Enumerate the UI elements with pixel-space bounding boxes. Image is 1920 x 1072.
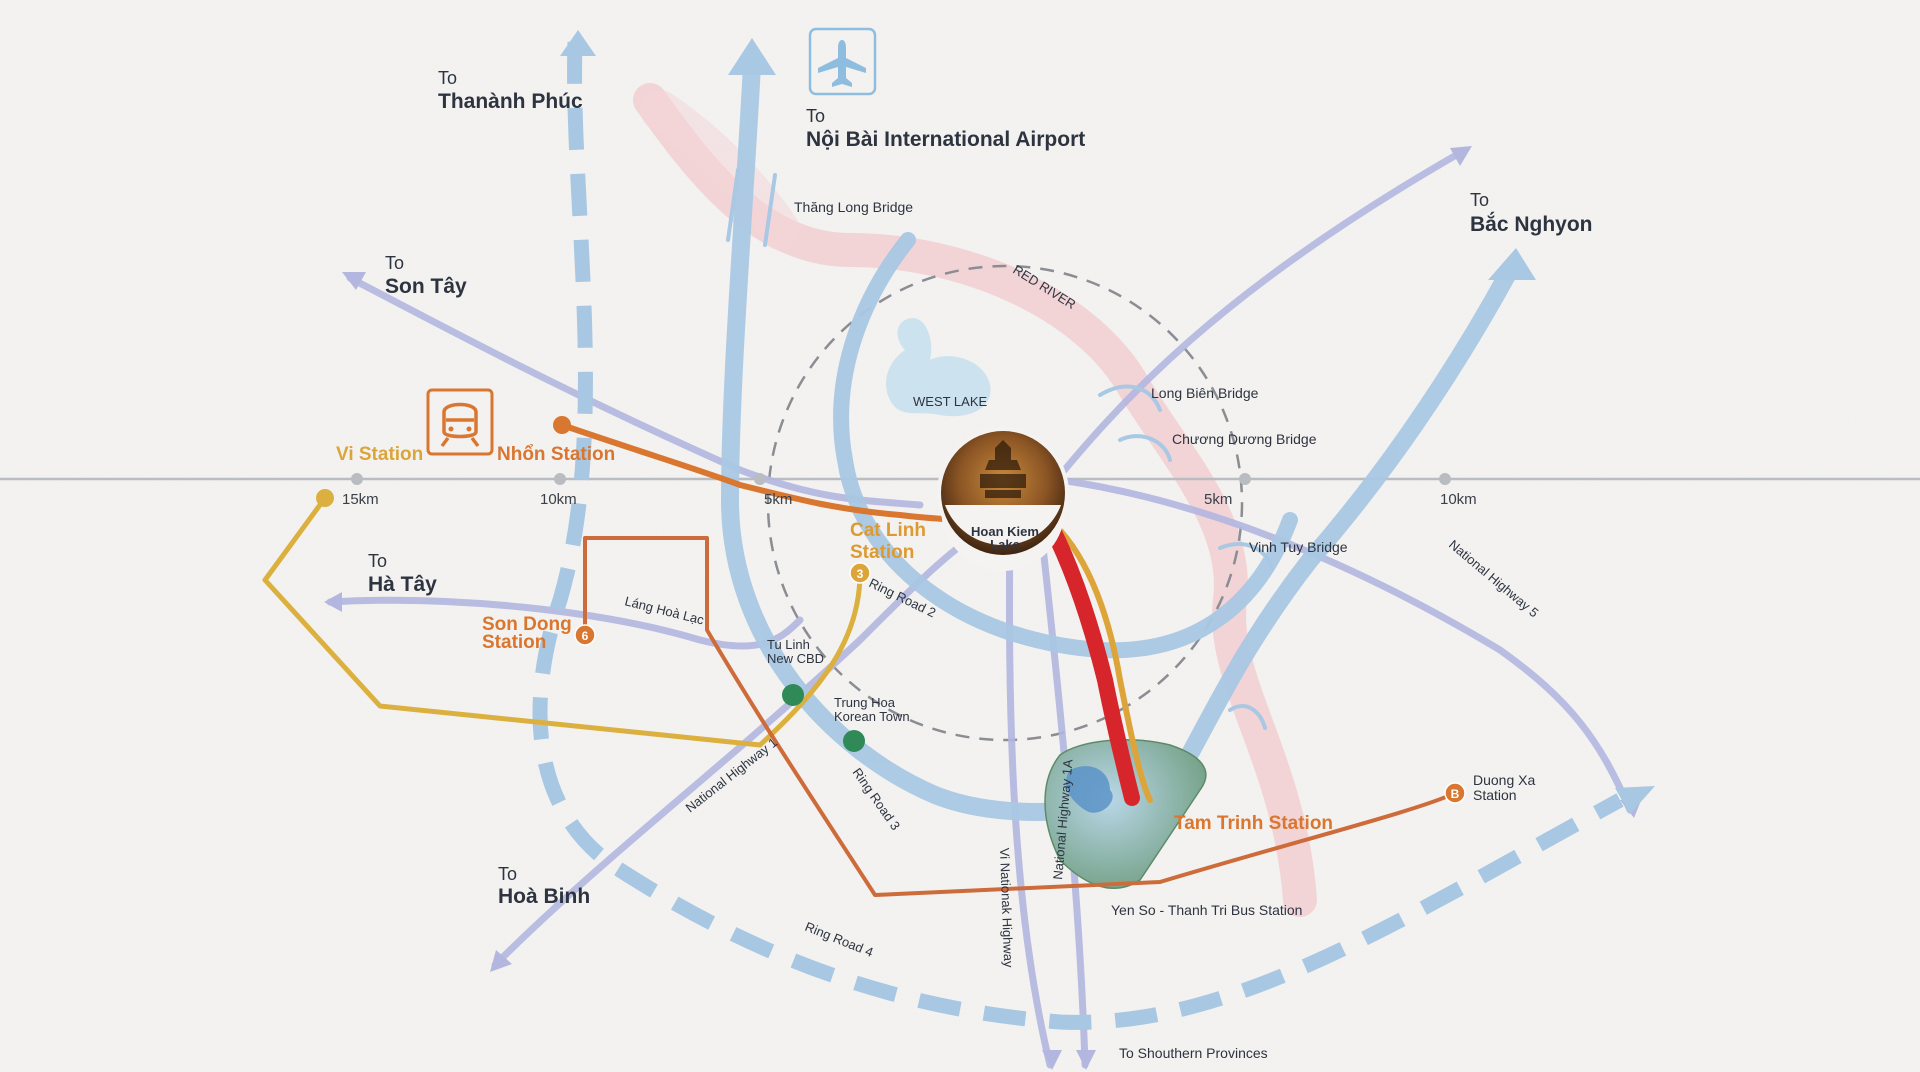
vi-station-dot[interactable] (316, 489, 334, 507)
son-dong-station-label-2: Station (482, 632, 546, 653)
tick-10km-right (1439, 473, 1451, 485)
thanh-phuc-to: To (438, 68, 457, 88)
tick-15km-left (351, 473, 363, 485)
duong-xa-station-label-2: Station (1473, 787, 1517, 803)
tu-linh-label-2: New CBD (767, 651, 824, 666)
airport-to: To (806, 106, 825, 126)
tu-linh-label-1: Tu Linh (767, 637, 810, 652)
thanh-phuc-name: Thanành Phúc (438, 90, 583, 113)
trung-hoa-label-1: Trung Hoa (834, 695, 896, 710)
chuong-duong-bridge-mark (1118, 434, 1172, 462)
nhon-station-label: Nhổn Station (497, 444, 615, 465)
metro-line-red (1037, 507, 1140, 806)
tam-trinh-station-label: Tam Trinh Station (1174, 813, 1333, 834)
airport-icon-box (808, 27, 877, 96)
yen-so-lake (1065, 766, 1113, 813)
turtle-tower-icon (980, 440, 1026, 498)
ring-road-3 (1161, 261, 1519, 799)
cat-linh-station-label-2: Station (850, 542, 914, 563)
hoa-binh-to: To (498, 864, 517, 884)
south-label: To Shouthern Provinces (1119, 1045, 1268, 1061)
thang-long-bridge-mark (726, 168, 777, 247)
ha-tay-to: To (368, 551, 387, 571)
road-to-airport (720, 56, 1179, 821)
tick-5km-right (1239, 473, 1251, 485)
long-bien-bridge-mark (1098, 384, 1162, 412)
hoa-binh-name: Hoà Binh (498, 885, 590, 908)
vinh-tuy-bridge-label: Vinh Tuy Bridge (1249, 539, 1348, 555)
red-river-upper (640, 90, 800, 250)
duong-xa-station-marker[interactable]: B (1444, 782, 1466, 804)
south-arrowhead-2 (1076, 1050, 1096, 1070)
national-highway-vi-label: Vi Nationak Highway (997, 848, 1016, 969)
ha-tay-arrowhead (324, 592, 342, 612)
duong-xa-station-letter: B (1451, 787, 1460, 801)
cat-linh-station-label-1: Cat Linh (850, 520, 926, 541)
km-label-10-right: 10km (1440, 491, 1477, 508)
bac-ninh-name: Bắc Nghyon (1470, 212, 1593, 236)
metro-icon-box (426, 388, 494, 456)
duong-xa-station-label-1: Duong Xa (1473, 772, 1535, 788)
km-label-5-left: 5km (764, 491, 792, 508)
highway-to-bac-ninh-thin (1036, 146, 1469, 504)
five-km-radius-circle (766, 264, 1244, 742)
hoa-binh-arrowhead (490, 950, 512, 972)
center-label-line-1: Hoan Kiem (971, 524, 1039, 539)
cat-linh-station-marker[interactable]: 3 (849, 562, 871, 584)
west-lake-label: WEST LAKE (913, 394, 988, 409)
ring-road-4-east-arrowhead (1615, 786, 1655, 814)
vi-station-label: Vi Station (336, 444, 423, 465)
yen-so-label: Yen So - Thanh Tri Bus Station (1111, 902, 1302, 918)
cat-linh-station-number: 3 (857, 567, 864, 581)
metro-line-brown (583, 536, 1457, 897)
bac-ninh-to: To (1470, 190, 1489, 210)
nhon-station-dot[interactable] (553, 416, 571, 434)
ring3-river-bridge-mark (1228, 704, 1267, 730)
km-label-10-left: 10km (540, 491, 577, 508)
tu-linh-dot[interactable] (782, 684, 804, 706)
hoan-kiem-lake-marker[interactable] (937, 427, 1069, 571)
west-lake (885, 318, 991, 417)
national-highway-vi (1005, 516, 1054, 1069)
km-label-5-right: 5km (1204, 491, 1232, 508)
airport-name: Nội Bài International Airport (806, 128, 1085, 151)
national-highway-5 (1056, 476, 1634, 814)
son-dong-station-number: 6 (582, 629, 589, 643)
bac-ninh-arrowhead (1488, 248, 1536, 280)
metro-line-2a-gold (262, 495, 863, 748)
metro-train-icon (440, 402, 480, 448)
son-dong-station-marker[interactable]: 6 (574, 624, 596, 646)
bac-ninh-thin-arrowhead (1450, 146, 1472, 166)
thang-long-bridge-label: Thăng Long Bridge (794, 199, 913, 215)
son-tay-arrowhead (342, 272, 366, 290)
ring-road-4 (532, 41, 1624, 1030)
son-tay-to: To (385, 253, 404, 273)
south-arrowhead-1 (1042, 1050, 1062, 1070)
metro-line-gold-east (1052, 522, 1153, 803)
ring-road-4-north-arrowhead (560, 30, 596, 56)
km-label-15-left: 15km (342, 491, 379, 508)
son-tay-name: Son Tây (385, 275, 467, 298)
son-dong-station-label-1: Son Dong (482, 614, 572, 635)
trung-hoa-dot[interactable] (843, 730, 865, 752)
tick-10km-left (554, 473, 566, 485)
tick-5km-left (754, 473, 766, 485)
vinh-tuy-bridge-mark (1218, 542, 1274, 570)
airport-arrowhead (728, 38, 776, 75)
center-label-line-2: Lake (990, 537, 1020, 552)
long-bien-bridge-label: Long Biên Bridge (1151, 385, 1259, 401)
airplane-icon (818, 40, 866, 87)
ring-road-2 (833, 232, 1298, 659)
chuong-duong-bridge-label: Chương Dương Bridge (1172, 431, 1317, 447)
trung-hoa-label-2: Korean Town (834, 709, 910, 724)
ha-tay-name: Hà Tây (368, 573, 437, 596)
